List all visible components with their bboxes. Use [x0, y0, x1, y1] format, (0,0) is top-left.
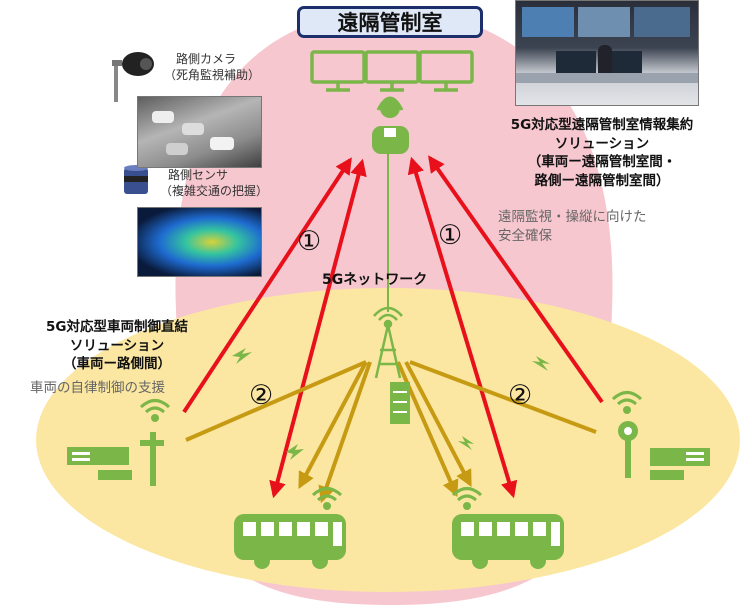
camera-icon [112, 52, 154, 102]
lightning-icon [232, 348, 550, 460]
control-room-title: 遠隔管制室 [297, 6, 483, 38]
gold-arrow-tower-bus-left-b [318, 361, 372, 504]
marker-2-right: ② [508, 380, 533, 411]
red-arrow-left-bus [269, 158, 367, 499]
camera-label: 路側カメラ [176, 52, 237, 66]
operator-icon [372, 96, 409, 154]
left-solution-title: 5G対応型車両制御直結 ソリューション （車両ー路側間） [46, 319, 188, 373]
left-solution-note: 車両の自律制御の支援 [30, 380, 165, 396]
bus-icon [452, 514, 564, 569]
sensor-label: 路側センサ [168, 168, 229, 182]
control-room-photo [515, 0, 699, 106]
monitor-icon [310, 50, 474, 92]
roadside-camera-photo [137, 96, 262, 168]
right-solution-note: 遠隔監視・操縦に向けた 安全確保 [498, 209, 647, 244]
gold-arrow-left-unit [185, 360, 367, 442]
gold-arrow-tower-bus-right-b [404, 361, 472, 487]
gold-arrow-tower-bus-left-a [298, 361, 368, 489]
marker-1-left: ① [297, 226, 322, 257]
sensor-sublabel: （複雑交通の把握） [160, 184, 269, 198]
marker-1-right: ① [438, 220, 463, 251]
gold-arrow-right-unit [409, 360, 597, 434]
server-icon [390, 382, 410, 424]
yellow-region [36, 288, 740, 592]
red-arrows [182, 155, 604, 499]
red-arrow-right-roadside [428, 155, 604, 404]
marker-2-left: ② [249, 380, 274, 411]
roadside-sensor-photo [137, 207, 262, 277]
bus-icon [234, 514, 346, 569]
network-label: 5Gネットワーク [322, 272, 428, 288]
right-solution-title: 5G対応型遠隔管制室情報集約 ソリューション （車両ー遠隔管制室間・ 路側ー遠隔… [510, 117, 694, 189]
antenna-tower-icon [373, 306, 403, 379]
red-arrow-right-bus [407, 156, 518, 499]
roadside-unit-icon [618, 421, 710, 480]
lidar-sensor-icon [124, 165, 148, 194]
wifi-icon [139, 391, 643, 510]
roadside-unit-icon [67, 432, 164, 486]
camera-sublabel: （死角監視補助） [164, 68, 261, 82]
